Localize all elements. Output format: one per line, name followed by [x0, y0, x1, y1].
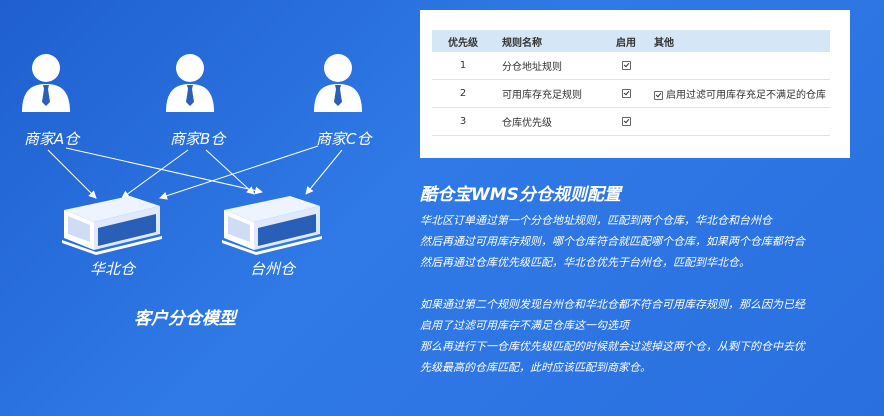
person-icon — [22, 54, 70, 112]
table-header-row: 优先级 规则名称 启用 其他 — [432, 30, 830, 52]
cell-enabled — [606, 79, 646, 108]
person-label-c: 商家C仓 — [316, 130, 372, 148]
arrow-a-to-taizhou — [65, 147, 263, 195]
cell-priority: 2 — [432, 79, 494, 108]
cell-priority: 1 — [432, 52, 494, 80]
arrow-a-to-huabei — [47, 149, 97, 199]
description-line: 然后再通过仓库优先级匹配，华北仓优先于台州仓，匹配到华北仓。 — [420, 256, 750, 269]
person-label-a: 商家A仓 — [24, 130, 80, 148]
description-line: 如果通过第二个规则发现台州仓和华北仓都不符合可用库存规则，那么因为已经 — [420, 298, 805, 311]
rules-table: 优先级 规则名称 启用 其他 1 分仓地址规则 2 可用库存充足规则 启用 — [432, 30, 830, 136]
arrow-c-to-huabei — [159, 145, 319, 200]
model-title: 客户分仓模型 — [134, 309, 236, 329]
header-priority: 优先级 — [448, 37, 478, 49]
table-row: 2 可用库存充足规则 启用过滤可用库存充足不满足的仓库 — [432, 79, 830, 108]
rules-panel: 优先级 规则名称 启用 其他 1 分仓地址规则 2 可用库存充足规则 启用 — [420, 10, 850, 158]
arrow-c-to-taizhou — [305, 149, 343, 195]
person-icon — [166, 54, 214, 112]
filter-option-label: 启用过滤可用库存充足不满足的仓库 — [666, 90, 826, 101]
cell-other — [646, 52, 830, 80]
description-line: 启用了过滤可用库存不满足仓库这一勾选项 — [420, 319, 629, 332]
arrow-b-to-huabei — [121, 149, 189, 199]
warehouse-label-taizhou: 台州仓 — [250, 260, 296, 278]
cell-rule-name: 仓库优先级 — [494, 107, 606, 136]
cell-other: 启用过滤可用库存充足不满足的仓库 — [646, 79, 830, 108]
description-line: 然后再通过可用库存规则，哪个仓库符合就匹配哪个仓库，如果两个仓库都符合 — [420, 235, 805, 248]
warehouse-icon — [62, 196, 162, 255]
cell-enabled — [606, 107, 646, 136]
description-line: 华北区订单通过第一个分仓地址规则，匹配到两个仓库，华北仓和台州仓 — [420, 214, 772, 227]
cell-priority: 3 — [432, 107, 494, 136]
page-title: 酷仓宝WMS分仓规则配置 — [420, 185, 621, 205]
arrow-b-to-taizhou — [205, 149, 255, 195]
cell-rule-name: 分仓地址规则 — [494, 52, 606, 80]
header-other: 其他 — [654, 37, 674, 49]
checkbox-checked-icon[interactable] — [621, 88, 631, 98]
description-line: 那么再进行下一仓库优先级匹配的时候就会过滤掉这两个仓，从剩下的仓中去优 — [420, 340, 805, 353]
warehouse-icon — [222, 196, 322, 255]
header-enabled: 启用 — [616, 37, 636, 49]
checkbox-checked-icon[interactable] — [654, 90, 663, 100]
person-icon — [314, 54, 362, 112]
checkbox-checked-icon[interactable] — [621, 60, 631, 70]
description-line: 先级最高的仓库匹配，此时应该匹配到商家仓。 — [420, 361, 651, 374]
warehouse-label-huabei: 华北仓 — [90, 260, 136, 278]
person-label-b: 商家B仓 — [170, 130, 226, 148]
flow-arrows — [47, 145, 343, 200]
header-rule-name: 规则名称 — [502, 37, 542, 49]
cell-enabled — [606, 52, 646, 80]
checkbox-checked-icon[interactable] — [621, 116, 631, 126]
table-row: 3 仓库优先级 — [432, 107, 830, 136]
table-row: 1 分仓地址规则 — [432, 52, 830, 80]
cell-other — [646, 107, 830, 136]
cell-rule-name: 可用库存充足规则 — [494, 79, 606, 108]
